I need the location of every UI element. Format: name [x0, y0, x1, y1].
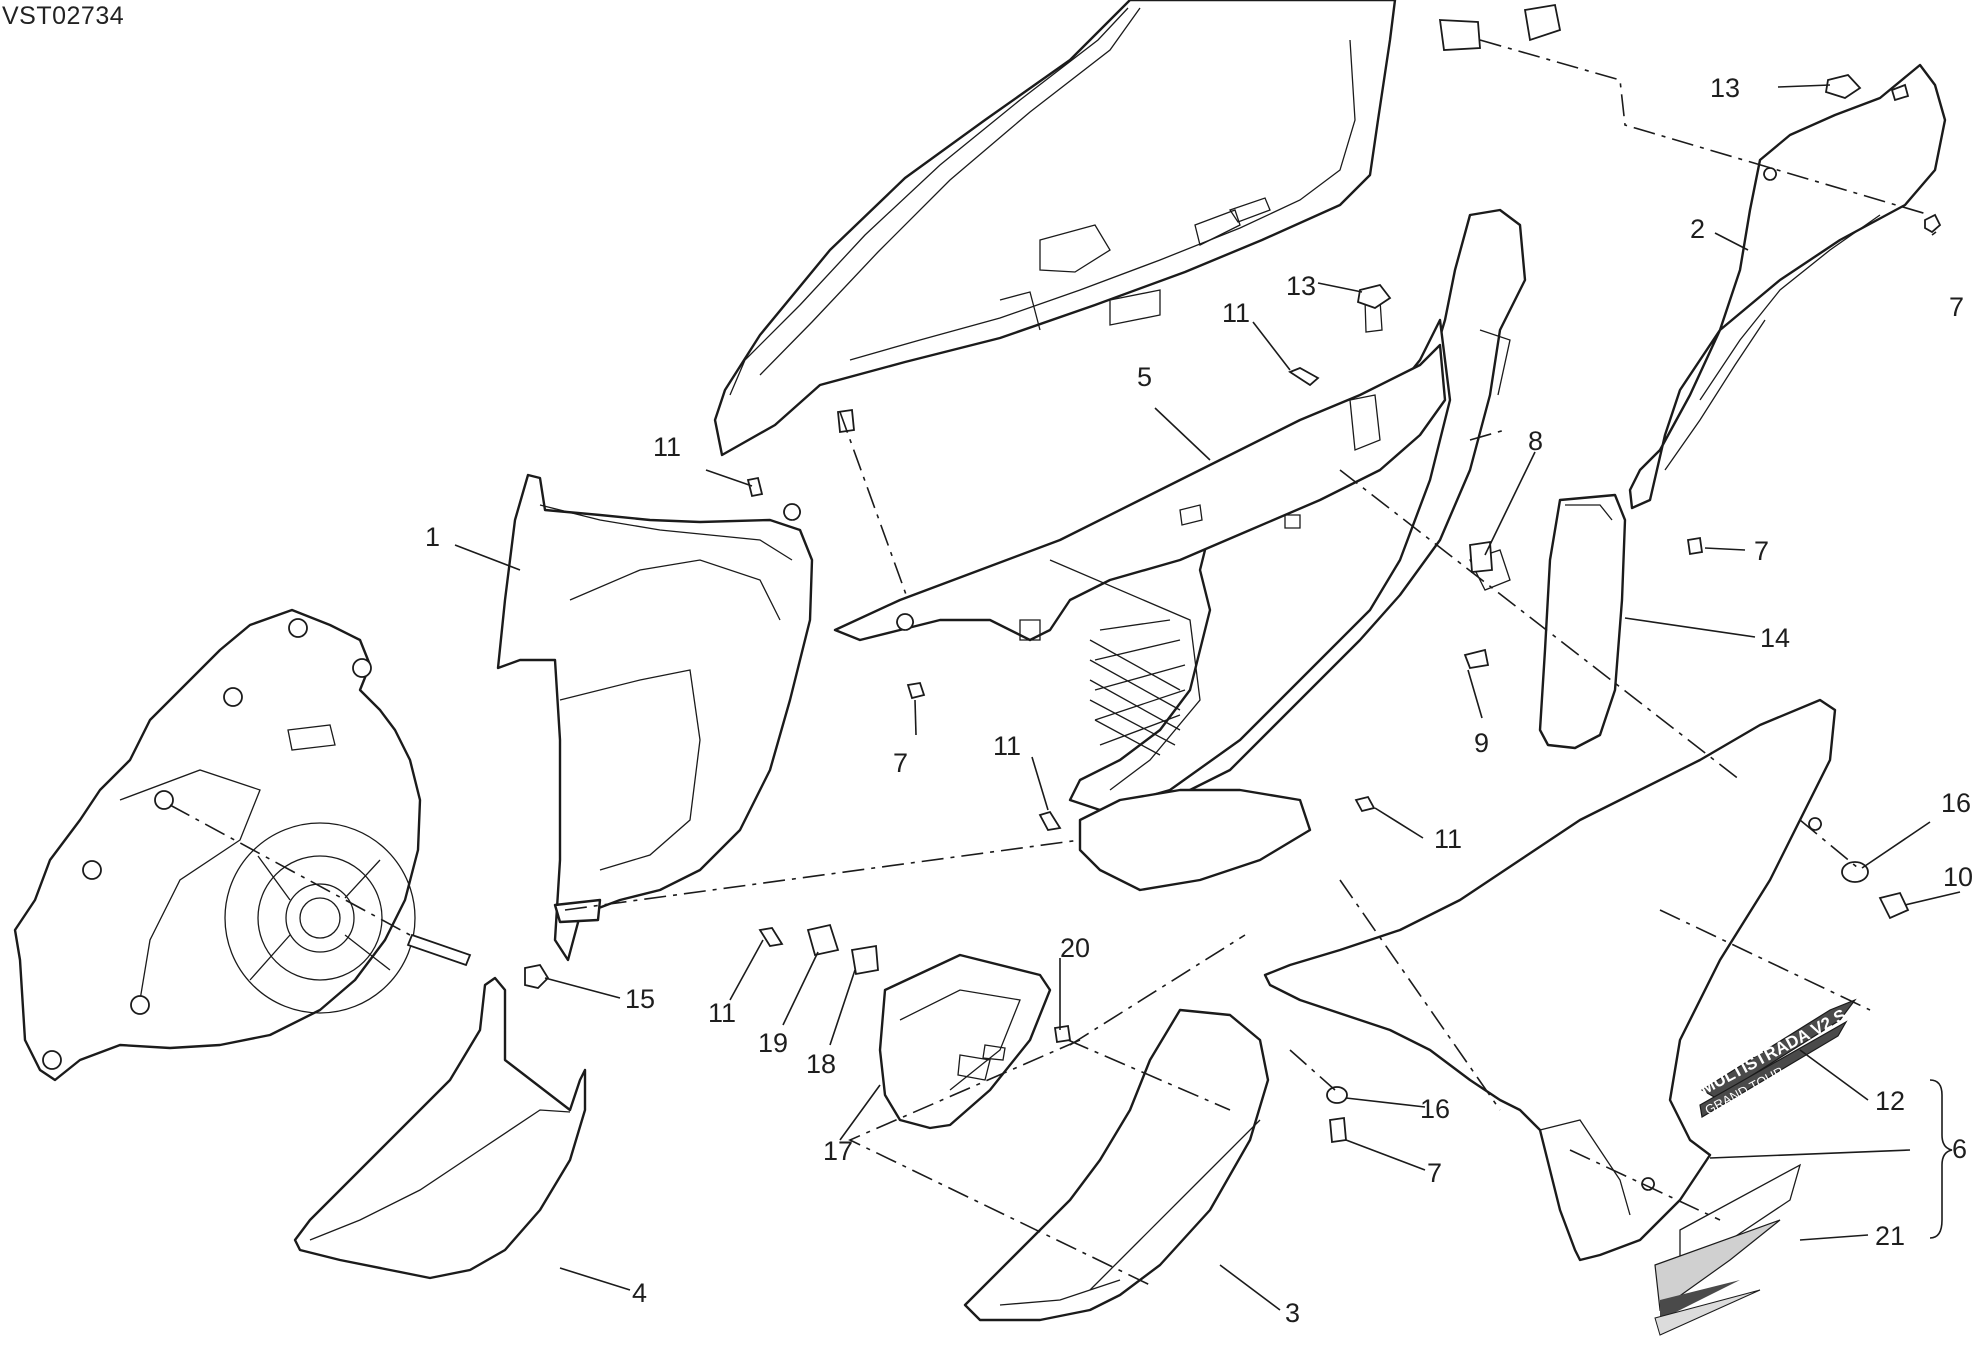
part-21-decal-stripe [1654, 1163, 1802, 1336]
label-18: 18 [806, 1049, 836, 1079]
label-15: 15 [625, 984, 655, 1014]
bolt-15 [406, 933, 472, 967]
label-3: 3 [1285, 1298, 1300, 1328]
clip-19 [806, 923, 840, 957]
nut-15 [524, 963, 550, 989]
label-9: 9 [1474, 728, 1489, 758]
label-7-upper-right: 7 [1949, 292, 1964, 322]
label-16-upper: 16 [1941, 788, 1971, 818]
nut-13-upper [1824, 73, 1862, 99]
screw-11-b [746, 476, 764, 498]
label-11-mid: 11 [993, 731, 1021, 761]
upper-fairing [713, 0, 1562, 457]
part-12-model-decal: MULTISTRADA V2 S GRAND TOUR [1697, 998, 1857, 1118]
assembly-lines [169, 39, 1931, 1286]
screw-7-c [906, 681, 926, 700]
label-12: 12 [1875, 1086, 1905, 1116]
screw-10 [1878, 891, 1910, 920]
screw-7-a [1924, 213, 1942, 234]
screw-7-b [1686, 536, 1704, 556]
part-17-bracket-cover [878, 953, 1052, 1130]
washer-16-upper [1841, 861, 1869, 883]
clip-9 [1463, 648, 1490, 670]
label-20: 20 [1060, 933, 1090, 963]
hardware [406, 73, 1942, 1144]
label-4: 4 [632, 1278, 647, 1308]
label-19: 19 [758, 1028, 788, 1058]
label-7-right: 7 [1754, 536, 1769, 566]
label-6: 6 [1952, 1134, 1967, 1164]
label-7-left: 7 [893, 748, 908, 778]
nut-13-middle [1356, 283, 1392, 309]
label-21: 21 [1875, 1221, 1905, 1251]
label-2: 2 [1690, 214, 1705, 244]
screw-11-a [1288, 367, 1320, 387]
part-3-lower-center-deflector [963, 1008, 1270, 1322]
label-11-bottom: 11 [708, 998, 736, 1028]
screw-11-c [1038, 810, 1062, 831]
part-labels: 13 2 7 7 13 11 5 8 9 14 1 11 7 11 11 16 … [425, 73, 1973, 1328]
label-1: 1 [425, 522, 440, 552]
clip-8 [1469, 540, 1493, 573]
label-13-upper: 13 [1710, 73, 1740, 103]
label-5: 5 [1137, 362, 1152, 392]
label-16-lower: 16 [1420, 1094, 1450, 1124]
label-14: 14 [1760, 623, 1790, 653]
leader-lines [454, 84, 1961, 1311]
part-14-small-panel [1538, 493, 1627, 750]
part-1-left-duct [496, 473, 814, 962]
label-11-right: 11 [1434, 824, 1462, 854]
label-10: 10 [1943, 862, 1973, 892]
drawing-code: VST02734 [2, 2, 125, 30]
label-11-left: 11 [653, 432, 681, 462]
clip-20 [1053, 1024, 1072, 1044]
part-4-lower-left-deflector [293, 976, 587, 1280]
engine-side-cover [13, 608, 422, 1082]
label-11-top: 11 [1222, 298, 1250, 328]
part-5-inner-panel [833, 208, 1527, 892]
part-6-side-body-panel [1263, 698, 1837, 1262]
decal-model-text: MULTISTRADA V2 S [1697, 1005, 1849, 1098]
label-17: 17 [823, 1136, 853, 1166]
screw-7-d [1329, 1116, 1347, 1144]
spring-18 [850, 944, 879, 976]
label-13-middle: 13 [1286, 271, 1316, 301]
grille-mesh [1089, 619, 1186, 756]
part-2-upper-side-panel [1628, 63, 1947, 510]
label-7-lower: 7 [1427, 1158, 1442, 1188]
washer-16-lower [1326, 1086, 1348, 1104]
screw-11-e [758, 927, 784, 947]
screw-11-d [1354, 795, 1376, 813]
label-8: 8 [1528, 426, 1543, 456]
